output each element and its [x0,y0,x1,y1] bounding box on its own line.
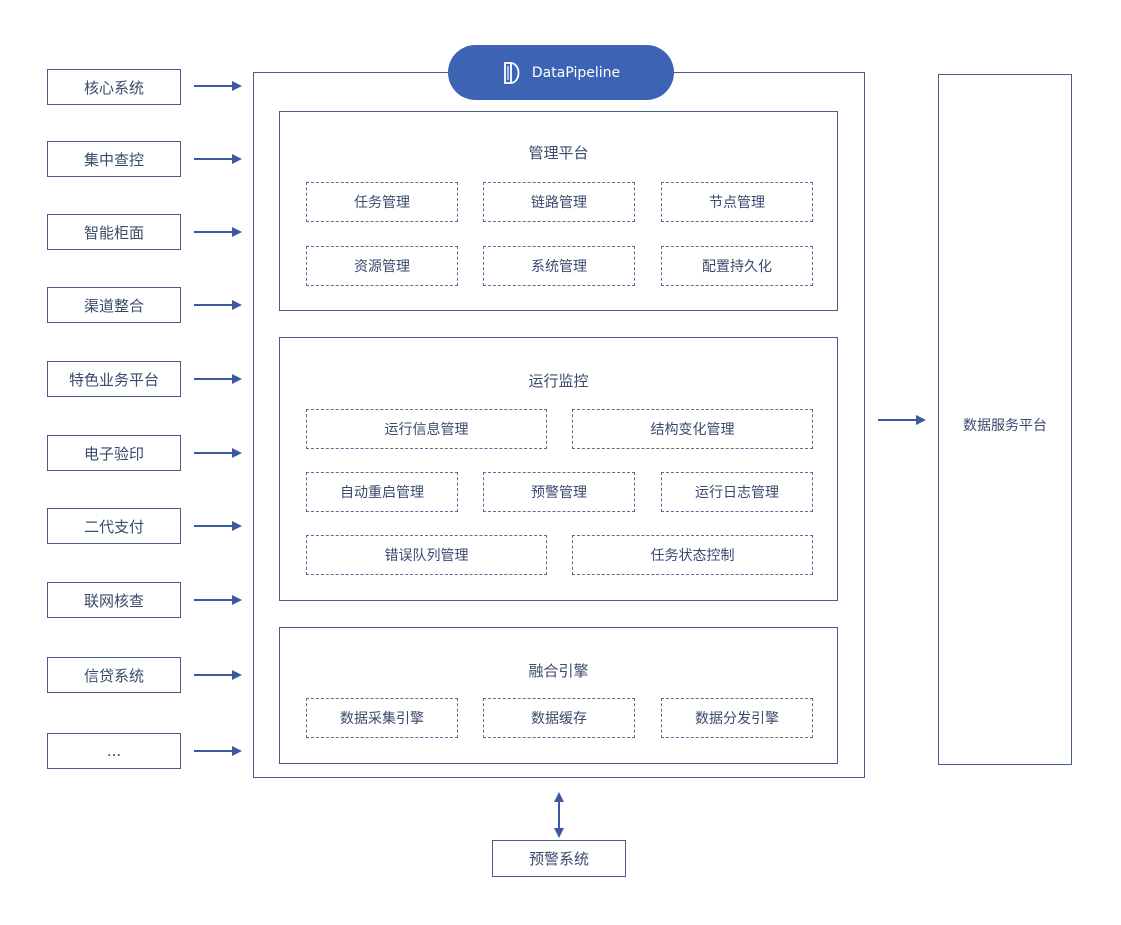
management-platform-section: 管理平台 任务管理 链路管理 节点管理 资源管理 系统管理 配置持久化 [279,111,838,311]
source-system-smart-counter: 智能柜面 [47,214,181,250]
source-system-credit: 信贷系统 [47,657,181,693]
module-runtime-log: 运行日志管理 [661,472,813,512]
source-system-online-verification: 联网核查 [47,582,181,618]
module-data-collection-engine: 数据采集引擎 [306,698,458,738]
alert-system: 预警系统 [492,840,626,877]
logo-text: DataPipeline [531,64,621,81]
module-data-cache: 数据缓存 [483,698,635,738]
module-system-management: 系统管理 [483,246,635,286]
data-service-platform: 数据服务平台 [938,74,1072,765]
module-node-management: 节点管理 [661,182,813,222]
module-resource-management: 资源管理 [306,246,458,286]
module-task-state-control: 任务状态控制 [572,535,813,575]
module-error-queue: 错误队列管理 [306,535,547,575]
module-task-management: 任务管理 [306,182,458,222]
runtime-monitoring-title: 运行监控 [528,372,589,390]
source-system-channel-integration: 渠道整合 [47,287,181,323]
module-runtime-info: 运行信息管理 [306,409,547,449]
runtime-monitoring-section: 运行监控 运行信息管理 结构变化管理 自动重启管理 预警管理 运行日志管理 错误… [279,337,838,601]
source-system-e-seal: 电子验印 [47,435,181,471]
fusion-engine-section: 融合引擎 数据采集引擎 数据缓存 数据分发引擎 [279,627,838,764]
source-system-cnaps2: 二代支付 [47,508,181,544]
module-config-persistence: 配置持久化 [661,246,813,286]
datapipeline-logo: DataPipeline [448,45,674,100]
source-system-core: 核心系统 [47,69,181,105]
module-schema-change: 结构变化管理 [572,409,813,449]
module-data-distribution-engine: 数据分发引擎 [661,698,813,738]
module-alert-management: 预警管理 [483,472,635,512]
module-link-management: 链路管理 [483,182,635,222]
management-platform-title: 管理平台 [528,144,589,162]
module-auto-restart: 自动重启管理 [306,472,458,512]
data-service-platform-label: 数据服务平台 [963,418,1047,434]
fusion-engine-title: 融合引擎 [528,662,589,680]
datapipeline-logo-icon [503,61,520,84]
source-system-more: ... [47,733,181,769]
source-system-query-control: 集中查控 [47,141,181,177]
source-system-special-business: 特色业务平台 [47,361,181,397]
